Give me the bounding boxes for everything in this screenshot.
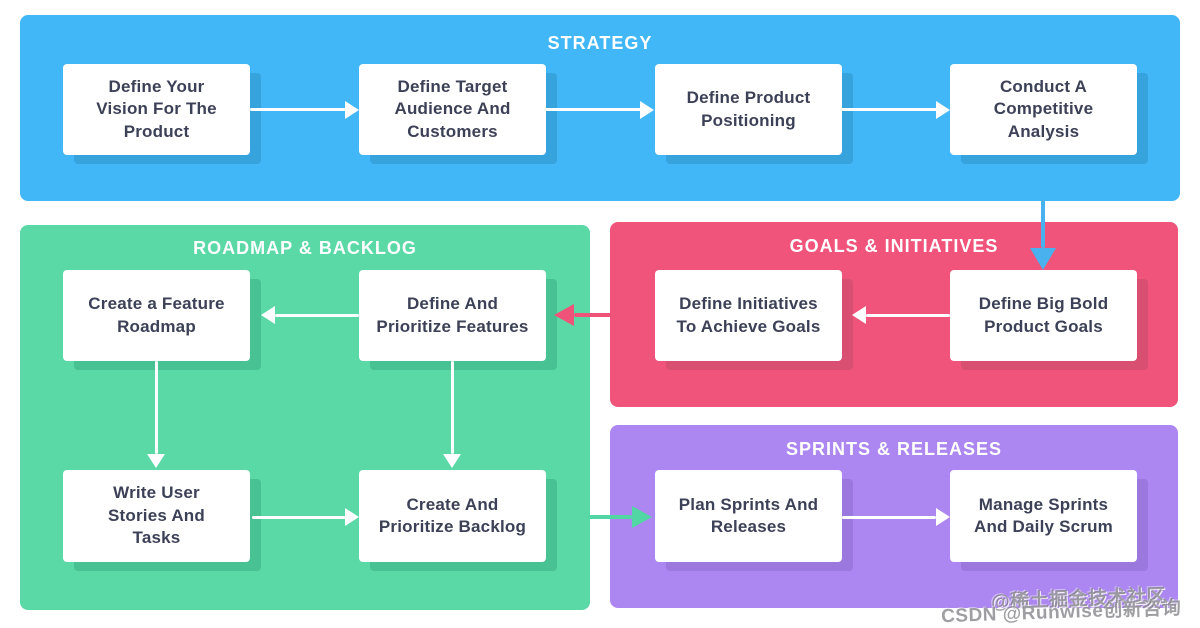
connector-line	[545, 108, 641, 111]
arrowhead-right-icon	[345, 101, 359, 119]
box-create-prioritize-backlog: Create And Prioritize Backlog	[359, 470, 546, 562]
box-create-feature-roadmap: Create a Feature Roadmap	[63, 270, 250, 361]
box-define-your-vision-label: Define Your Vision For The Product	[96, 76, 217, 141]
box-manage-sprints-scrum: Manage Sprints And Daily Scrum	[950, 470, 1137, 562]
section-sprints-releases-title: SPRINTS & RELEASES	[785, 439, 1003, 459]
box-plan-sprints-releases-label: Plan Sprints And Releases	[678, 494, 819, 536]
connector-line	[841, 108, 937, 111]
connector-line	[842, 516, 936, 519]
box-conduct-competitive-analysis-label: Conduct A Competitive Analysis	[993, 76, 1094, 141]
box-write-user-stories: Write User Stories And Tasks	[63, 470, 250, 562]
box-write-user-stories-label: Write User Stories And Tasks	[108, 483, 205, 548]
connector-goals-to-roadmap	[574, 313, 612, 317]
section-goals-initiatives-title: GOALS & INITIATIVES	[789, 236, 999, 256]
connector-line	[250, 108, 346, 111]
arrowhead-right-icon	[936, 101, 950, 119]
box-conduct-competitive-analysis: Conduct A Competitive Analysis	[950, 64, 1137, 155]
connector-line	[451, 361, 454, 454]
arrowhead-left-icon	[554, 304, 574, 326]
connector-line	[252, 516, 346, 519]
arrowhead-down-icon	[147, 454, 165, 468]
connector-strategy-to-goals	[1041, 200, 1045, 248]
section-strategy-title: STRATEGY	[547, 33, 653, 53]
arrowhead-left-icon	[852, 306, 866, 324]
arrowhead-down-icon	[443, 454, 461, 468]
box-plan-sprints-releases: Plan Sprints And Releases	[655, 470, 842, 562]
box-define-product-positioning: Define Product Positioning	[655, 64, 842, 155]
connector-line	[866, 314, 950, 317]
box-create-prioritize-backlog-label: Create And Prioritize Backlog	[378, 494, 527, 536]
box-define-prioritize-features: Define And Prioritize Features	[359, 270, 546, 361]
arrowhead-down-icon	[1030, 248, 1056, 270]
arrowhead-left-icon	[261, 306, 275, 324]
box-define-target-audience-label: Define Target Audience And Customers	[394, 76, 511, 141]
arrowhead-right-icon	[640, 101, 654, 119]
box-define-big-bold-goals-label: Define Big Bold Product Goals	[978, 294, 1109, 336]
section-roadmap-backlog-title: ROADMAP & BACKLOG	[193, 238, 417, 258]
box-manage-sprints-scrum-label: Manage Sprints And Daily Scrum	[973, 494, 1114, 536]
box-create-feature-roadmap-label: Create a Feature Roadmap	[88, 294, 225, 336]
box-define-big-bold-goals: Define Big Bold Product Goals	[950, 270, 1137, 361]
connector-line	[275, 314, 359, 317]
arrowhead-right-icon	[936, 508, 950, 526]
arrowhead-right-icon	[345, 508, 359, 526]
box-define-product-positioning-label: Define Product Positioning	[686, 88, 811, 130]
arrowhead-right-icon	[632, 506, 652, 528]
connector-line	[155, 361, 158, 454]
box-define-your-vision: Define Your Vision For The Product	[63, 64, 250, 155]
box-define-initiatives: Define Initiatives To Achieve Goals	[655, 270, 842, 361]
box-define-initiatives-label: Define Initiatives To Achieve Goals	[676, 294, 821, 336]
connector-roadmap-to-sprints	[588, 515, 632, 519]
box-define-target-audience: Define Target Audience And Customers	[359, 64, 546, 155]
box-define-prioritize-features-label: Define And Prioritize Features	[376, 294, 529, 336]
